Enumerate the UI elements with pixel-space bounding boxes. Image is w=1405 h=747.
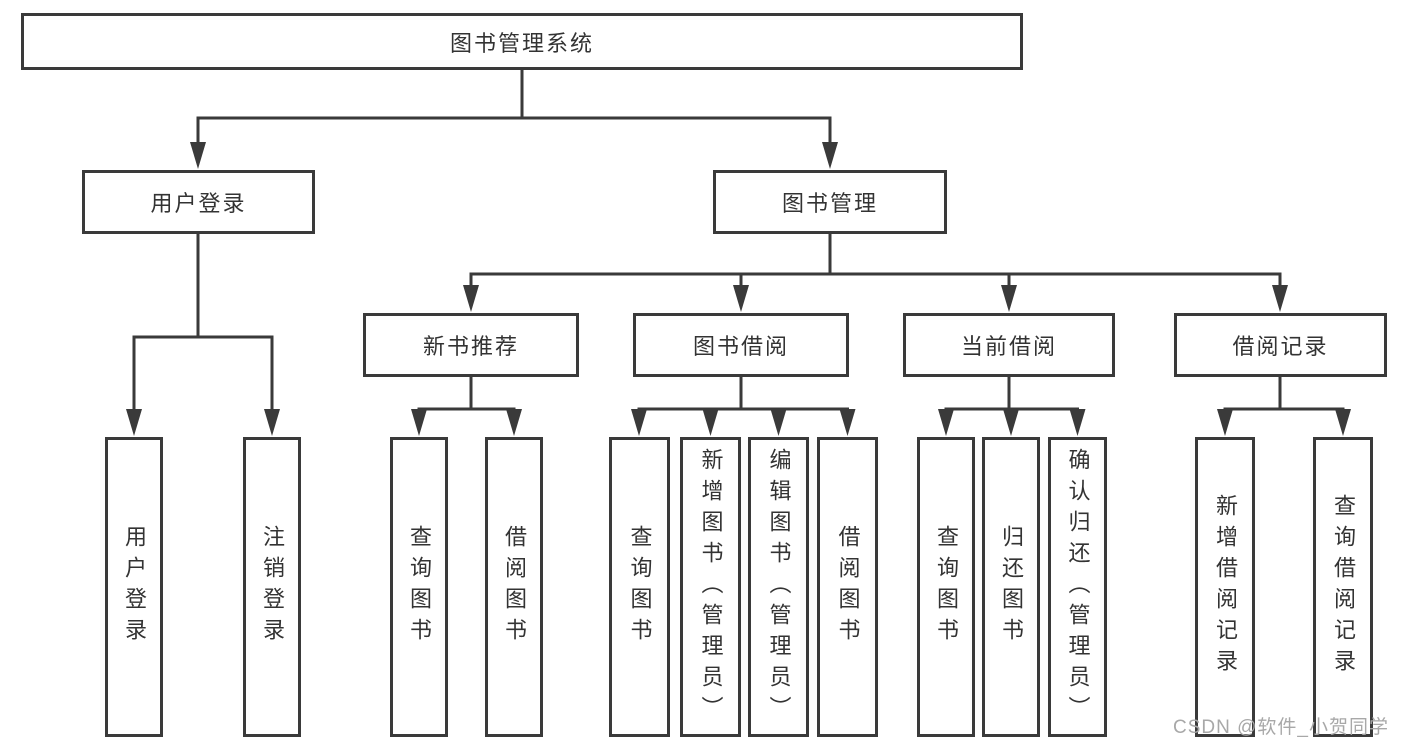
group-label: 借阅记录 — [1232, 334, 1329, 359]
leaf-label: 新增图书（管理员） — [698, 447, 724, 727]
arrow-down-icon — [126, 409, 142, 436]
arrow-down-icon — [1335, 409, 1351, 436]
leaf-query-books: 查询图书 — [917, 437, 975, 737]
leaf-query-books: 查询图书 — [609, 437, 670, 737]
leaf-label: 注销登录 — [260, 525, 285, 649]
arrow-down-icon — [411, 409, 427, 436]
leaf-label: 确认归还（管理员） — [1065, 447, 1091, 727]
leaf-add-books-admin: 新增图书（管理员） — [680, 437, 741, 737]
branch-user-login: 用户登录 — [82, 170, 315, 234]
leaf-label: 查询图书 — [934, 525, 959, 649]
leaf-return-books: 归还图书 — [982, 437, 1040, 737]
arrow-down-icon — [463, 285, 479, 312]
leaf-borrow-books: 借阅图书 — [817, 437, 878, 737]
arrow-down-icon — [264, 409, 280, 436]
arrow-down-icon — [938, 409, 954, 436]
leaf-borrow-books: 借阅图书 — [485, 437, 543, 737]
leaf-label: 新增借阅记录 — [1213, 494, 1238, 680]
arrow-down-icon — [190, 142, 206, 169]
leaf-edit-books-admin: 编辑图书（管理员） — [748, 437, 809, 737]
arrow-down-icon — [1272, 285, 1288, 312]
arrow-down-icon — [506, 409, 522, 436]
arrow-down-icon — [733, 285, 749, 312]
leaf-confirm-return-admin: 确认归还（管理员） — [1048, 437, 1107, 737]
leaf-user-login: 用户登录 — [105, 437, 163, 737]
leaf-label: 用户登录 — [122, 525, 147, 649]
group-label: 当前借阅 — [960, 334, 1057, 359]
branch-label: 用户登录 — [150, 191, 247, 216]
leaf-add-borrow-record: 新增借阅记录 — [1195, 437, 1255, 737]
branch-label: 图书管理 — [781, 191, 878, 216]
leaf-label: 查询图书 — [407, 525, 432, 649]
leaf-label: 借阅图书 — [502, 525, 527, 649]
arrow-down-icon — [631, 409, 647, 436]
arrow-down-icon — [770, 409, 787, 436]
arrow-down-icon — [1069, 409, 1086, 436]
root-node-label: 图书管理系统 — [449, 30, 594, 56]
arrow-down-icon — [822, 142, 838, 169]
root-node-library-system: 图书管理系统 — [21, 13, 1023, 70]
leaf-query-borrow-record: 查询借阅记录 — [1313, 437, 1373, 737]
arrow-down-icon — [1003, 409, 1019, 436]
group-current-borrow: 当前借阅 — [903, 313, 1115, 377]
csdn-watermark: CSDN @软件_小贺同学 — [1173, 717, 1389, 738]
leaf-logout: 注销登录 — [243, 437, 301, 737]
leaf-label: 查询图书 — [627, 525, 653, 649]
leaf-query-books: 查询图书 — [390, 437, 448, 737]
group-new-book-recommend: 新书推荐 — [363, 313, 579, 377]
arrow-down-icon — [839, 409, 856, 436]
group-label: 图书借阅 — [692, 334, 789, 359]
arrowheads — [126, 142, 1351, 436]
leaf-label: 编辑图书（管理员） — [766, 447, 792, 727]
arrow-down-icon — [1217, 409, 1233, 436]
group-borrow-record: 借阅记录 — [1174, 313, 1387, 377]
leaf-label: 归还图书 — [999, 525, 1024, 649]
leaf-label: 查询借阅记录 — [1331, 494, 1356, 680]
group-book-borrow: 图书借阅 — [633, 313, 849, 377]
leaf-label: 借阅图书 — [835, 525, 861, 649]
group-label: 新书推荐 — [422, 334, 519, 359]
arrow-down-icon — [702, 409, 719, 436]
branch-book-management: 图书管理 — [713, 170, 947, 234]
arrow-down-icon — [1001, 285, 1017, 312]
